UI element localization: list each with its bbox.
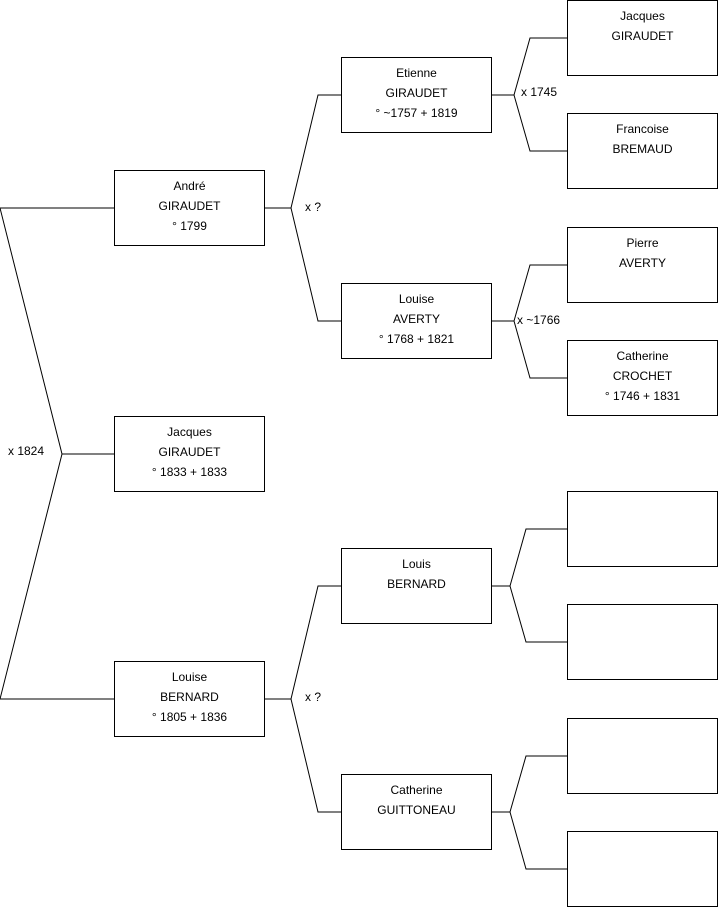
person-surname: GIRAUDET (385, 86, 448, 100)
person-dates: ° 1746 + 1831 (604, 389, 681, 403)
person-box-mfm (567, 604, 718, 680)
person-given-name: Jacques (167, 425, 212, 439)
person-surname: AVERTY (393, 312, 440, 326)
person-surname: AVERTY (619, 256, 666, 270)
person-box-mff (567, 491, 718, 567)
person-box-fmf: Pierre AVERTY (567, 227, 718, 303)
person-surname: BERNARD (387, 577, 446, 591)
person-box-mmf (567, 718, 718, 794)
person-given-name: Louise (171, 670, 208, 684)
marriage-label-fm: x ~1766 (517, 313, 561, 327)
person-box-fmm: Catherine CROCHET ° 1746 + 1831 (567, 340, 718, 416)
person-box-mf: Louis BERNARD (341, 548, 492, 624)
person-surname: BREMAUD (612, 142, 673, 156)
person-dates: ° 1768 + 1821 (378, 332, 455, 346)
person-surname: GUITTONEAU (377, 803, 456, 817)
person-dates: ° 1799 (172, 219, 207, 233)
person-surname: GIRAUDET (158, 445, 221, 459)
person-given-name: Catherine (390, 783, 443, 797)
connector-mm-parents (509, 755, 567, 870)
person-given-name: Catherine (616, 349, 669, 363)
marriage-label-ff: x 1745 (521, 85, 558, 99)
person-given-name: Louise (398, 292, 435, 306)
person-given-name: Pierre (626, 236, 659, 250)
person-dates: ° ~1757 + 1819 (375, 106, 458, 120)
person-surname: GIRAUDET (611, 29, 674, 43)
person-dates: ° 1805 + 1836 (151, 710, 228, 724)
marriage-label-maternal: x ? (305, 690, 322, 704)
person-box-ff: Etienne GIRAUDET ° ~1757 + 1819 (341, 57, 492, 133)
person-given-name: Jacques (620, 9, 665, 23)
person-dates: ° 1833 + 1833 (151, 465, 228, 479)
person-box-fff: Jacques GIRAUDET (567, 0, 718, 76)
person-box-fm: Louise AVERTY ° 1768 + 1821 (341, 283, 492, 359)
connector-fm-parents (513, 264, 567, 379)
person-given-name: Francoise (616, 122, 669, 136)
person-box-mm: Catherine GUITTONEAU (341, 774, 492, 850)
marriage-label-paternal: x ? (305, 200, 322, 214)
person-surname: GIRAUDET (158, 199, 221, 213)
person-box-mmm (567, 831, 718, 907)
person-box-root: Jacques GIRAUDET ° 1833 + 1833 (114, 416, 265, 492)
person-box-mother: Louise BERNARD ° 1805 + 1836 (114, 661, 265, 737)
person-given-name: Etienne (396, 66, 437, 80)
connector-parents (0, 207, 115, 700)
connector-maternal (290, 585, 341, 813)
person-surname: CROCHET (612, 369, 673, 383)
person-given-name: André (173, 179, 206, 193)
person-box-father: André GIRAUDET ° 1799 (114, 170, 265, 246)
marriage-label-parents: x 1824 (8, 444, 45, 458)
person-given-name: Louis (402, 557, 431, 571)
person-box-ffm: Francoise BREMAUD (567, 113, 718, 189)
connector-ff-parents (513, 37, 567, 152)
connector-mf-parents (509, 528, 567, 643)
connector-paternal (290, 94, 341, 322)
person-surname: BERNARD (160, 690, 219, 704)
